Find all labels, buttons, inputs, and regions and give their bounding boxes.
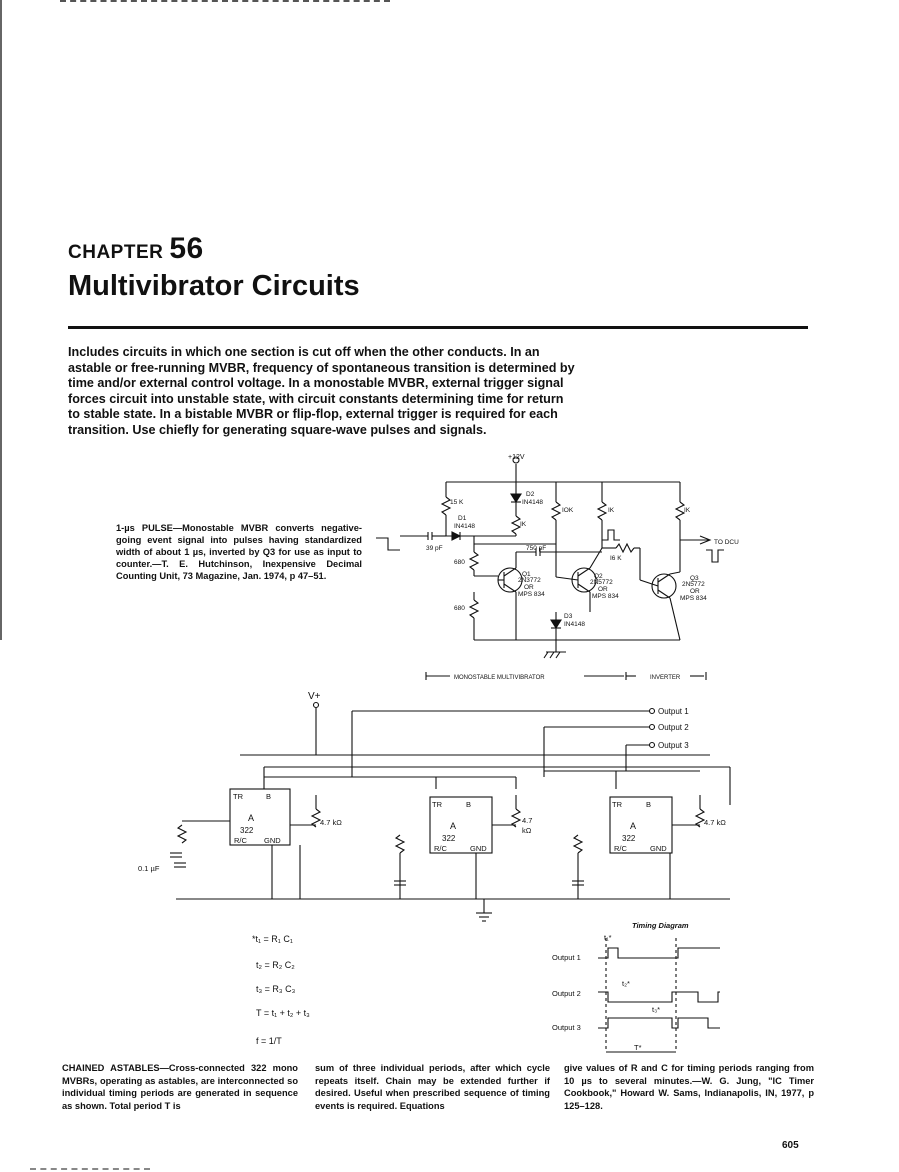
label-d2-part: IN4148 — [522, 499, 543, 506]
label-1k-c: IK — [684, 507, 691, 514]
timing-equations: *t₁ = R₁ C₁ t₂ = R₂ C₂ t₃ = R₃ C₃ T = t₁… — [252, 934, 310, 1046]
timing-diagram: Timing Diagram Output 1 Output 2 Output … — [552, 921, 720, 1053]
label-to-dcu: TO DCU — [714, 539, 739, 546]
stage1-part: 322 — [240, 826, 254, 835]
timing-t3: t₃* — [652, 1005, 660, 1014]
equation-period: T = t₁ + t₂ + t₃ — [256, 1008, 310, 1018]
timing-t1: t₁* — [604, 933, 612, 942]
label-d2: D2 — [526, 491, 535, 498]
stage3-pin-gnd: GND — [650, 844, 667, 853]
label-supply: +12V — [508, 454, 525, 461]
stage2-rval-unit: kΩ — [522, 826, 532, 835]
chapter-intro: Includes circuits in which one section i… — [68, 345, 575, 437]
label-10k: IOK — [562, 507, 574, 514]
figure2-caption-col1: CHAINED ASTABLES—Cross-connected 322 mon… — [62, 1063, 298, 1111]
stage1-rval: 4.7 kΩ — [320, 818, 342, 827]
label-monostable: MONOSTABLE MULTIVIBRATOR — [454, 675, 545, 681]
stage3-pin-b: B — [646, 800, 651, 809]
label-q2: Q2 — [594, 573, 603, 580]
stage1-name: A — [248, 813, 254, 823]
label-d1-part: IN4148 — [454, 523, 475, 530]
scan-edge-marks-bottom — [30, 1168, 150, 1172]
chapter-title: Multivibrator Circuits — [68, 270, 360, 302]
label-output1: Output 1 — [658, 707, 689, 716]
timing-output1: Output 1 — [552, 953, 581, 962]
stage2-pin-rc: R/C — [434, 844, 448, 853]
stage3-pin-rc: R/C — [614, 844, 628, 853]
stage1-pin-b: B — [266, 792, 271, 801]
label-d3: D3 — [564, 613, 573, 620]
title-rule — [68, 326, 808, 329]
label-1k-a: IK — [520, 521, 527, 528]
stage2-rval: 4.7 — [522, 816, 532, 825]
label-q2-part: 2N5772 — [590, 579, 613, 586]
timing-title: Timing Diagram — [632, 921, 689, 930]
stage1-c1val: 0.1 µF — [138, 864, 160, 873]
figure1-caption: 1-µs PULSE—Monostable MVBR converts nega… — [116, 523, 362, 581]
scan-edge-marks — [60, 0, 390, 4]
timing-period: T* — [634, 1043, 642, 1052]
label-750pf: 750 pF — [526, 545, 546, 552]
page-number: 605 — [782, 1140, 799, 1151]
figure2-caption-col3: give values of R and C for timing period… — [564, 1063, 814, 1111]
stage2-pin-tr: TR — [432, 800, 443, 809]
stage2-pin-gnd: GND — [470, 844, 487, 853]
scan-margin-line — [0, 0, 2, 640]
label-15k: 15 K — [450, 499, 464, 506]
stage2-pin-b: B — [466, 800, 471, 809]
label-16k: I6 K — [610, 555, 622, 562]
label-inverter: INVERTER — [650, 675, 681, 681]
stage3-pin-tr: TR — [612, 800, 623, 809]
stage3-part: 322 — [622, 834, 636, 843]
stage1-pin-rc: R/C — [234, 836, 248, 845]
chapter-number: 56 — [169, 232, 204, 265]
label-output3: Output 3 — [658, 741, 689, 750]
label-q1: Q1 — [522, 571, 531, 578]
label-1k-b: IK — [608, 507, 615, 514]
label-q3: Q3 — [690, 575, 699, 582]
equation-t2: t₂ = R₂ C₂ — [256, 960, 295, 970]
label-d1: D1 — [458, 515, 467, 522]
timing-output3: Output 3 — [552, 1023, 581, 1032]
stage2-name: A — [450, 821, 456, 831]
label-q2-alt: MPS 834 — [592, 593, 619, 600]
figure1-schematic: +12V 15 K D1 IN4148 D2 IN4148 IK IOK IK … — [376, 454, 739, 681]
label-q1-or: OR — [524, 584, 534, 591]
label-q1-part: 2N3772 — [518, 577, 541, 584]
label-q3-part: 2N5772 — [682, 581, 705, 588]
label-vplus: V+ — [308, 691, 321, 702]
figure2-caption-col2: sum of three individual periods, after w… — [315, 1063, 550, 1111]
label-q3-or: OR — [690, 588, 700, 595]
stage1-pin-tr: TR — [233, 792, 244, 801]
equation-t1: *t₁ = R₁ C₁ — [252, 934, 293, 944]
equation-frequency: f = 1/T — [256, 1036, 282, 1046]
label-680-b: 680 — [454, 605, 465, 612]
label-680-a: 680 — [454, 559, 465, 566]
label-d3-part: IN4148 — [564, 621, 585, 628]
figure2-schematic: V+ Output 1 Output 2 Output 3 TR B A 322… — [138, 691, 731, 922]
stage3-name: A — [630, 821, 636, 831]
label-output2: Output 2 — [658, 723, 689, 732]
chapter-label: CHAPTER — [68, 242, 164, 263]
stage1-pin-gnd: GND — [264, 836, 281, 845]
label-39pf: 39 pF — [426, 545, 443, 552]
equation-t3: t₃ = R₃ C₃ — [256, 984, 296, 994]
stage2-part: 322 — [442, 834, 456, 843]
label-q3-alt: MPS 834 — [680, 595, 707, 602]
label-q1-alt: MPS 834 — [518, 591, 545, 598]
stage3-rval: 4.7 kΩ — [704, 818, 726, 827]
label-q2-or: OR — [598, 586, 608, 593]
timing-output2: Output 2 — [552, 989, 581, 998]
timing-t2: t₂* — [622, 979, 630, 988]
